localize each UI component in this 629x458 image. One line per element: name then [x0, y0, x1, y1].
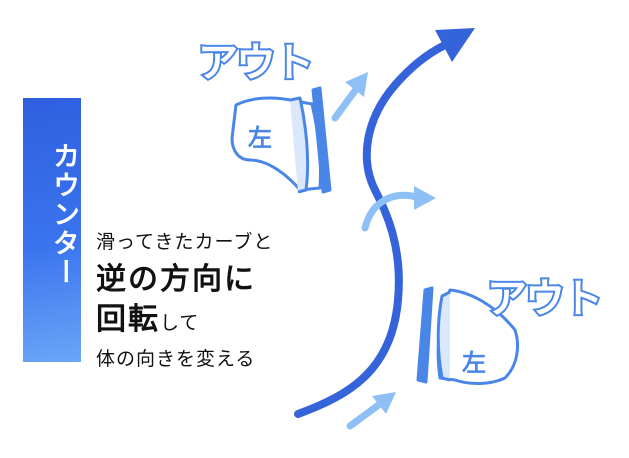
edge-label-top: アウト [196, 38, 316, 88]
side-label-banner: カウンター [23, 98, 81, 362]
skating-path [294, 41, 449, 418]
rotation-arrow-top [331, 84, 361, 122]
rotation-arrow-bottom [346, 400, 384, 430]
caption-line-3-rest: して [160, 312, 200, 334]
caption-line-3: 回転して [96, 300, 273, 344]
edge-label-bottom: アウト [485, 274, 605, 324]
skate-boot-top [230, 86, 332, 194]
side-label-text: カウンター [48, 142, 79, 287]
path-arrowhead [435, 28, 475, 62]
boot-tag-top: 左 [248, 124, 272, 152]
rotation-arrowhead-top [345, 72, 368, 97]
rotation-arrow-middle [361, 191, 424, 232]
caption-line-3-bold: 回転 [96, 302, 160, 337]
skate-boot-bottom [416, 286, 519, 385]
rotation-arrowhead-bottom [372, 392, 396, 414]
boot-tag-bottom: 左 [462, 349, 486, 377]
caption-line-1: 滑ってきたカーブと [96, 231, 274, 253]
caption: 滑ってきたカーブと 逆の方向に 回転して 体の向きを変える [96, 228, 273, 374]
caption-line-2: 逆の方向に [96, 262, 256, 297]
caption-line-4: 体の向きを変える [96, 348, 256, 370]
rotation-arrowhead-middle [414, 186, 436, 210]
